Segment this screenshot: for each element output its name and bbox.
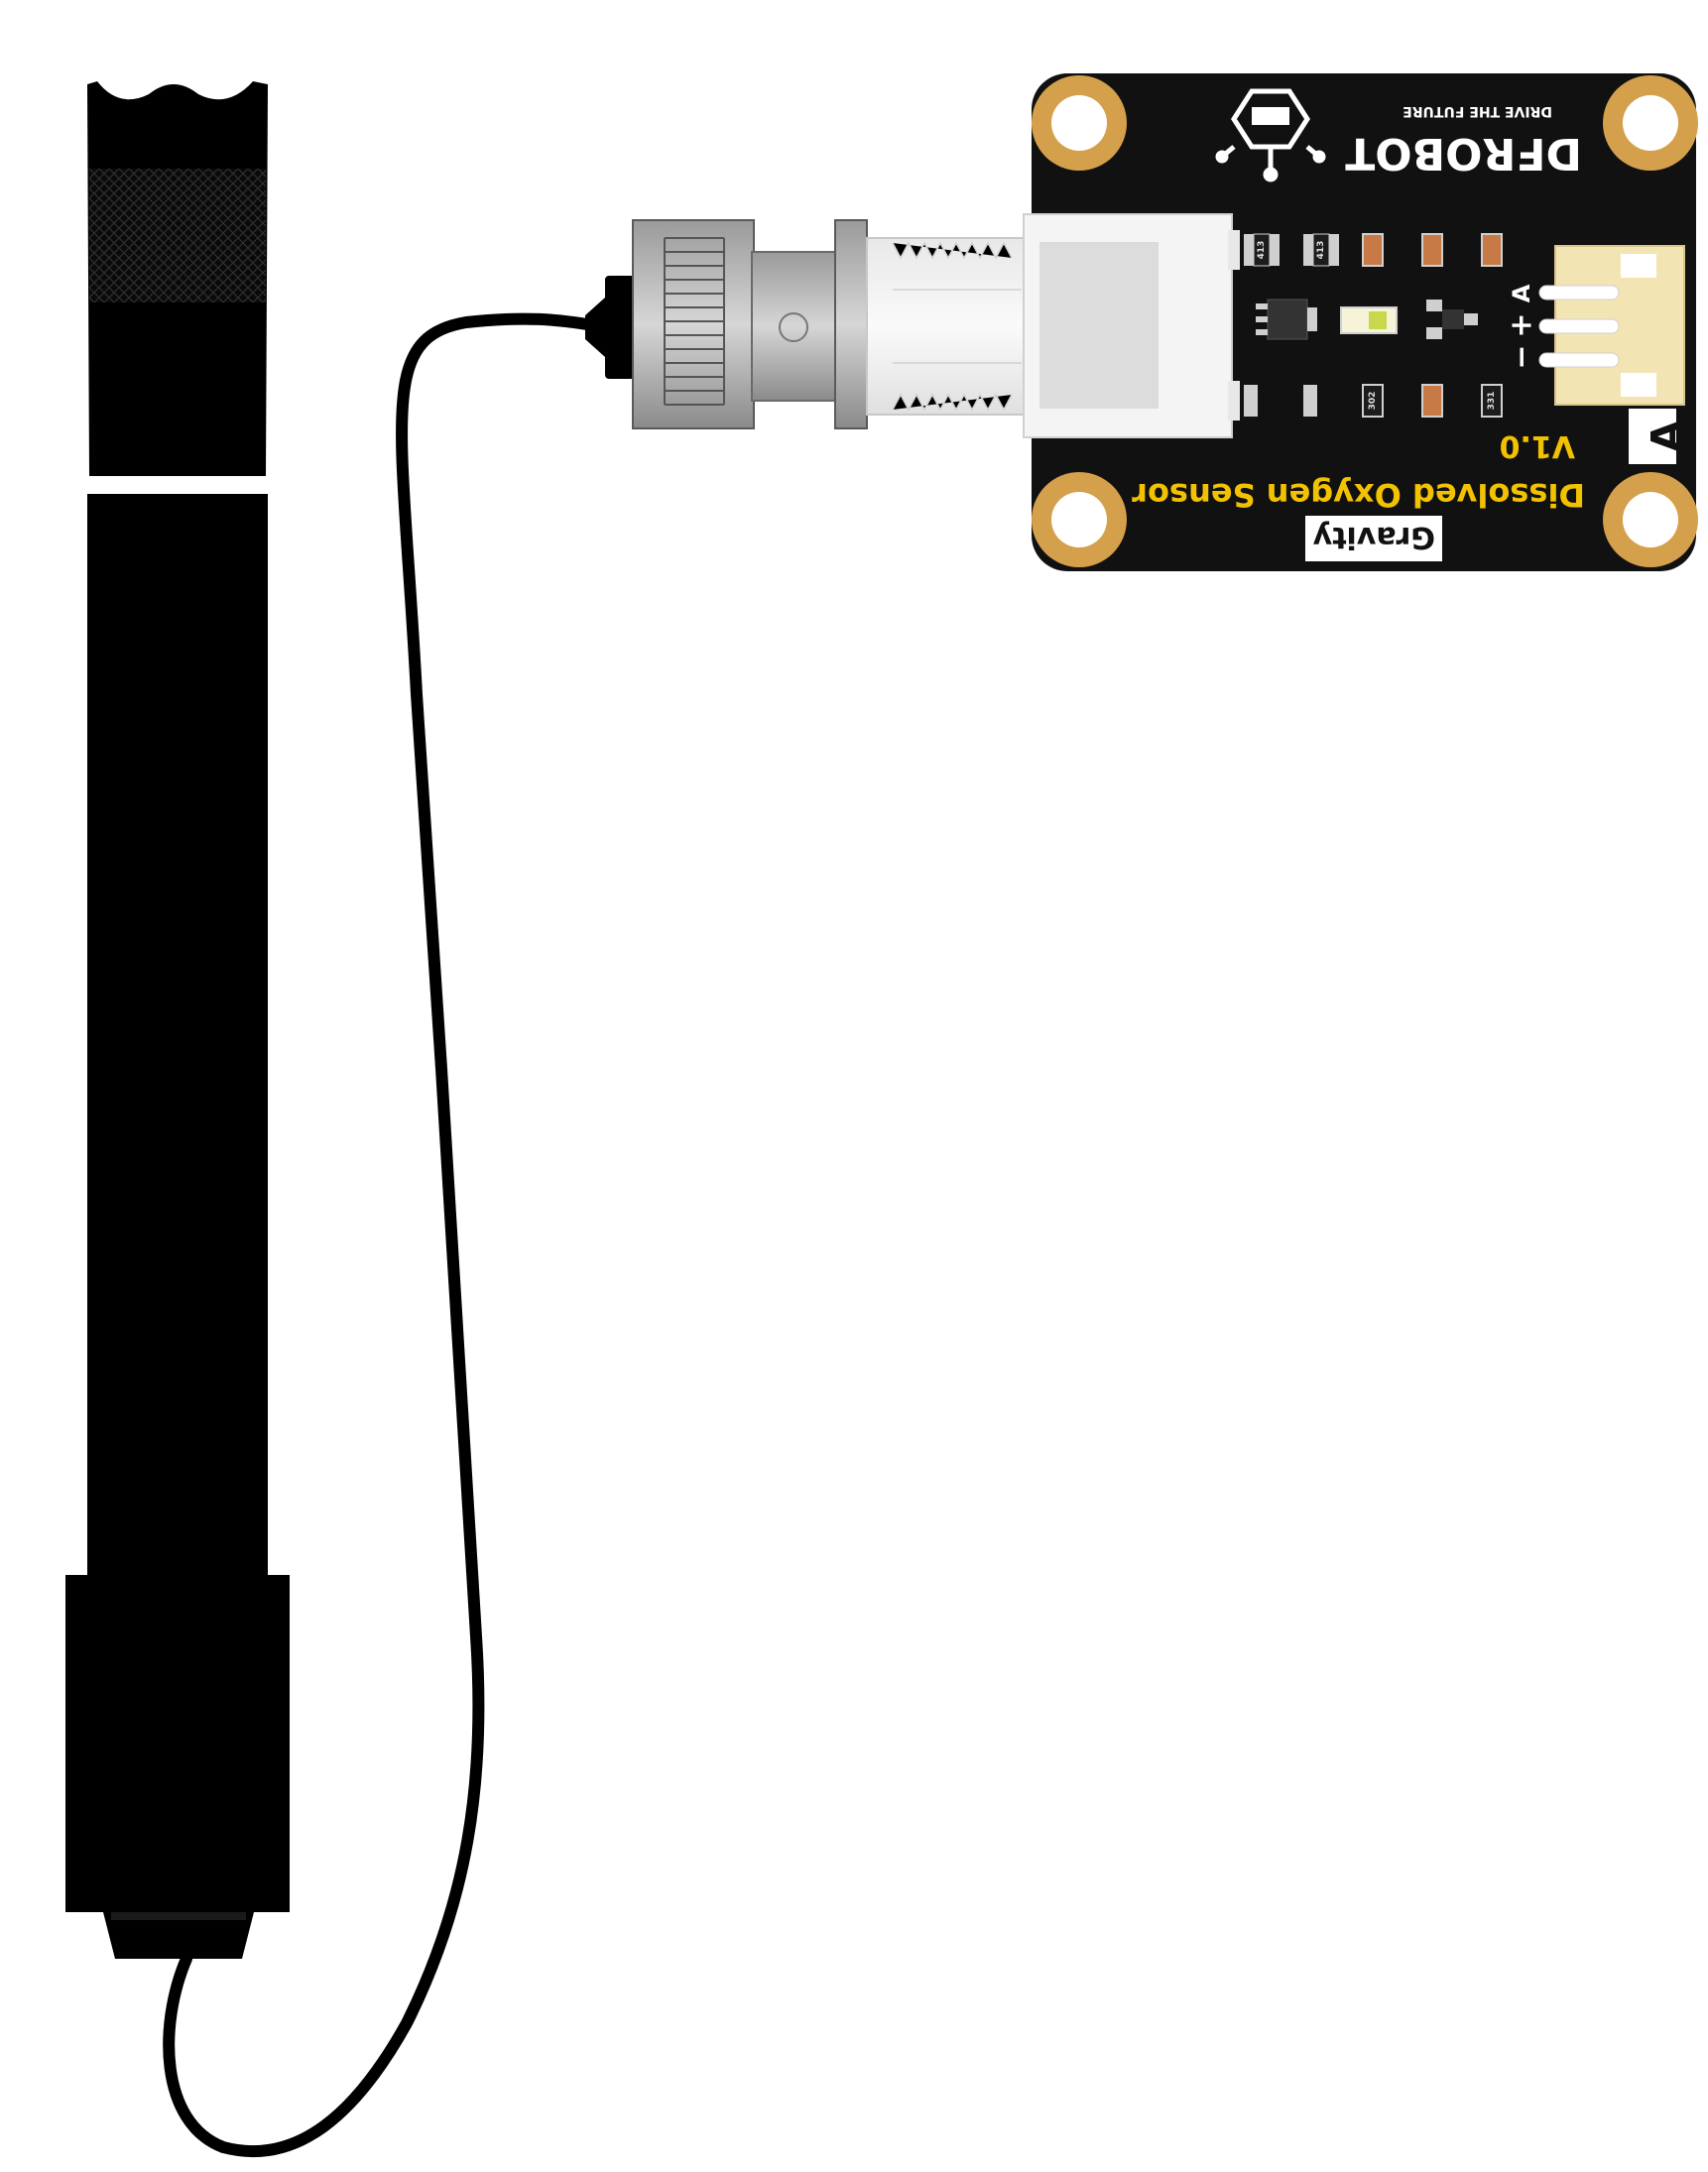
bnc-pin-icon (779, 312, 808, 342)
bnc-jack-tab (1228, 381, 1240, 421)
pin-label-gnd: − (1505, 344, 1539, 369)
bnc-nut (632, 219, 755, 429)
bnc-sleeve (751, 251, 842, 402)
series-label: Gravity (1312, 520, 1435, 554)
interface-type-badge (1629, 409, 1676, 464)
resistor-code: 302 (1368, 392, 1378, 411)
capacitor (1421, 233, 1443, 267)
mounting-hole-icon (1032, 75, 1127, 171)
resistor-code: 413 (1316, 241, 1326, 260)
resistor-code: 331 (1487, 392, 1497, 411)
resistor (1362, 384, 1384, 418)
product-name: Dissolved Oxygen Sensor (1132, 476, 1585, 514)
bnc-boot-ring (605, 276, 635, 379)
mounting-hole-icon (1603, 472, 1698, 567)
probe-groove (260, 482, 270, 494)
resistor (1303, 385, 1317, 417)
do-probe (65, 81, 290, 1959)
brand-tagline: DRIVE THE FUTURE (1403, 103, 1552, 119)
probe-groove (83, 482, 93, 494)
capacitor (1362, 233, 1384, 267)
bnc-connector (585, 219, 1027, 429)
capacitor (1481, 233, 1503, 267)
probe-lower-body (65, 1575, 290, 1912)
probe-body (87, 494, 268, 1577)
led-indicator (1340, 306, 1398, 334)
sensor-board: DFROBOT DRIVE THE FUTURE Dissolved Oxyge… (1023, 73, 1698, 571)
probe-cable-gland-tip (111, 1912, 246, 1920)
transistor (1426, 300, 1478, 339)
gravity-connector (1538, 245, 1685, 406)
version-label: V1.0 (1500, 428, 1575, 463)
capacitor (1421, 384, 1443, 418)
mounting-hole-icon (1603, 75, 1698, 171)
bnc-jack-tab (1228, 230, 1240, 270)
pin-label-signal: A (1508, 284, 1535, 302)
probe-cable (163, 312, 623, 2158)
resistor (1481, 384, 1503, 418)
voltage-regulator-chip (1256, 299, 1317, 340)
dfrobot-hexagon-icon (1215, 88, 1326, 182)
resistor-code: 413 (1257, 241, 1267, 260)
interface-type-label: A (1643, 420, 1691, 452)
bnc-jack-face (1039, 242, 1159, 409)
brand-logo-text: DFROBOT (1345, 128, 1582, 179)
bnc-thread-lines (892, 241, 1022, 412)
resistor (1244, 385, 1258, 417)
probe-knurled-grip (89, 169, 266, 302)
bnc-nut-ribs (664, 237, 725, 406)
pin-label-vcc: + (1505, 312, 1539, 337)
probe-cable-gland (103, 1912, 254, 1959)
mounting-hole-icon (1032, 472, 1127, 567)
bnc-flange (834, 219, 868, 429)
resistor (1303, 233, 1339, 267)
bnc-jack-thread (866, 237, 1027, 416)
resistor (1244, 233, 1280, 267)
gravity-badge (1305, 516, 1442, 561)
